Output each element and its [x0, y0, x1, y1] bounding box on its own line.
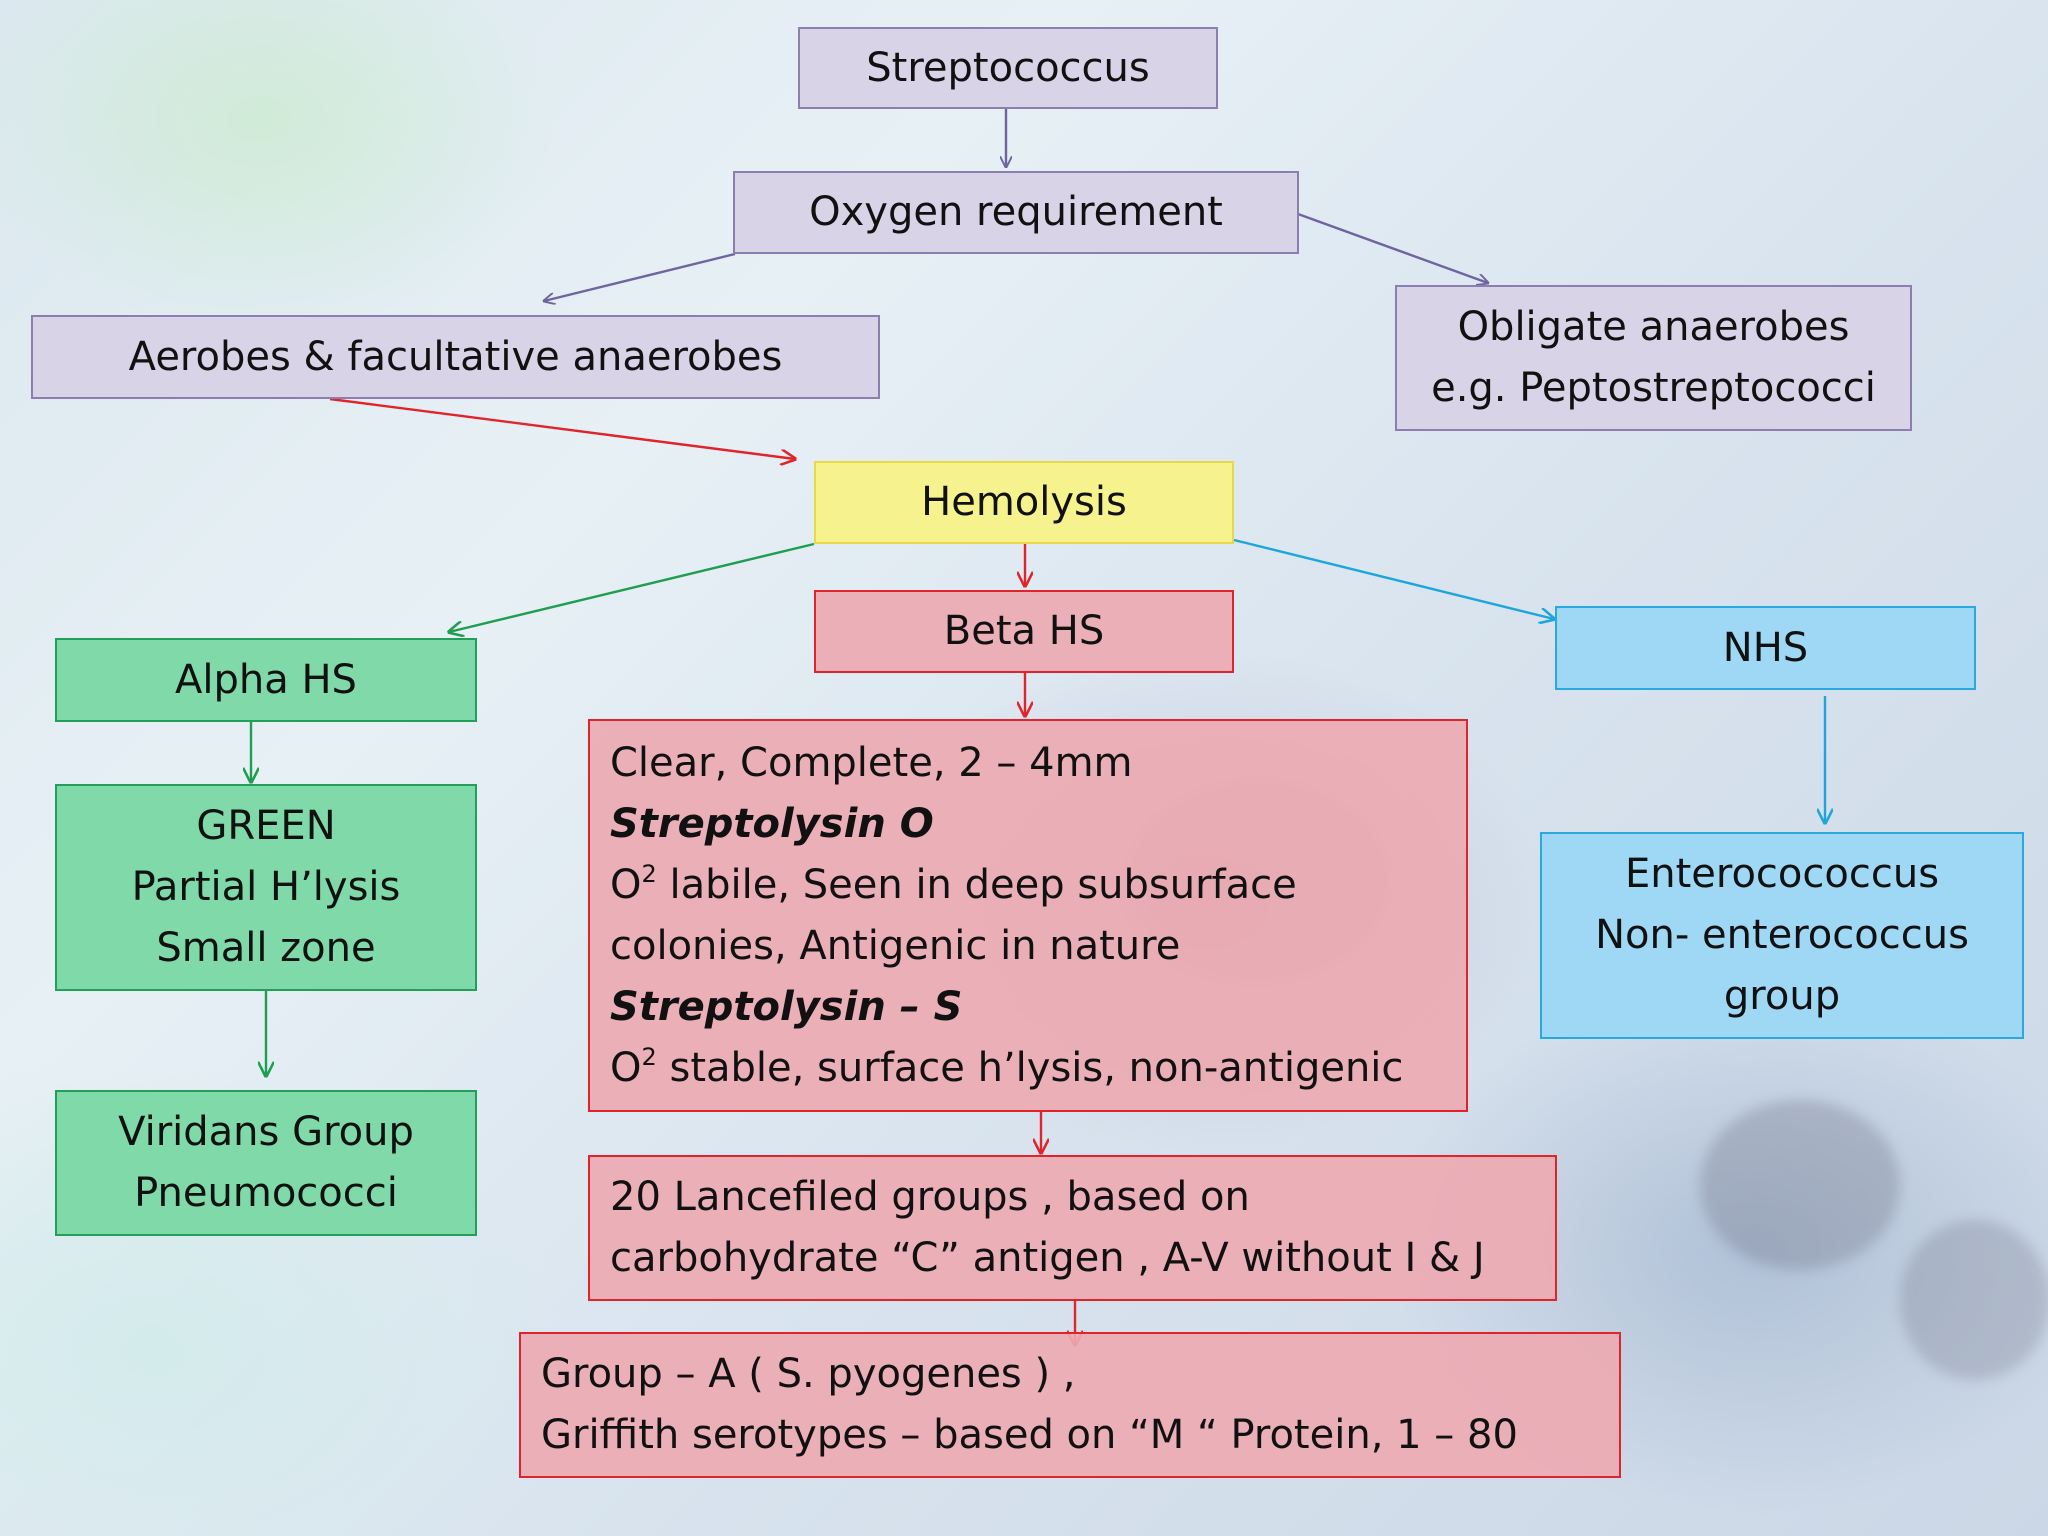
node-viridans-line1: Viridans Group [118, 1109, 414, 1155]
group-a-line1: Group – A ( S. pyogenes ) , [541, 1351, 1076, 1397]
node-oxygen-requirement: Oxygen requirement [733, 171, 1299, 254]
node-viridans: Viridans Group Pneumococci [55, 1090, 477, 1236]
node-nhs-label: NHS [1722, 624, 1809, 671]
node-green-partial-lysis: GREEN Partial H’lysis Small zone [55, 784, 477, 991]
node-alpha-label: Alpha HS [175, 656, 357, 703]
node-entero-line3: group [1723, 973, 1841, 1019]
node-obligate-line1: Obligate anaerobes [1457, 304, 1850, 350]
arrow-oxygen-to-obligate [1297, 212, 1488, 283]
beta-details-line6: O2 stable, surface h’lysis, non-antigeni… [610, 1042, 1404, 1091]
node-beta-hs: Beta HS [814, 590, 1234, 673]
group-a-line2: Griffith serotypes – based on “M “ Prote… [541, 1412, 1518, 1458]
node-entero-line2: Non- enterococcus [1595, 912, 1969, 958]
node-green-line3: Small zone [156, 925, 376, 971]
node-aerobes: Aerobes & facultative anaerobes [31, 315, 880, 399]
node-viridans-line2: Pneumococci [134, 1170, 398, 1216]
arrow-hemolysis-to-alpha [449, 542, 815, 632]
node-streptococcus: Streptococcus [798, 27, 1218, 109]
node-enterococcus: Enterocococcus Non- enterococcus group [1540, 832, 2024, 1039]
node-green-line2: Partial H’lysis [131, 864, 401, 910]
lancefield-line1: 20 Lancefiled groups , based on [610, 1174, 1250, 1220]
beta-details-streptolysin-s: Streptolysin – S [610, 983, 963, 1030]
flower-silhouette-3 [1900, 1220, 2048, 1380]
node-lancefield-groups: 20 Lancefiled groups , based on carbohyd… [588, 1155, 1557, 1301]
arrow-oxygen-to-aerobes [544, 252, 736, 301]
node-alpha-hs: Alpha HS [55, 638, 477, 722]
node-hemolysis-label: Hemolysis [921, 479, 1127, 525]
node-aerobes-label: Aerobes & facultative anaerobes [128, 333, 783, 380]
beta-details-line3: O2 labile, Seen in deep subsurface [610, 859, 1297, 908]
flower-silhouette-2 [1700, 1100, 1900, 1270]
node-hemolysis: Hemolysis [814, 461, 1234, 544]
beta-details-line4: colonies, Antigenic in nature [610, 922, 1181, 969]
node-green-line1: GREEN [196, 803, 336, 849]
node-nhs: NHS [1555, 606, 1976, 690]
beta-details-line1: Clear, Complete, 2 – 4mm [610, 739, 1133, 786]
node-obligate-line2: e.g. Peptostreptococci [1431, 365, 1876, 411]
node-obligate-anaerobes: Obligate anaerobes e.g. Peptostreptococc… [1395, 285, 1912, 431]
node-group-a: Group – A ( S. pyogenes ) , Griffith ser… [519, 1332, 1621, 1478]
node-beta-label: Beta HS [943, 608, 1105, 654]
arrow-hemolysis-to-nhs [1233, 538, 1554, 619]
node-entero-line1: Enterocococcus [1624, 851, 1940, 897]
node-streptococcus-label: Streptococcus [866, 44, 1150, 91]
node-oxygen-label: Oxygen requirement [809, 189, 1223, 235]
arrow-aerobes-to-hemolysis [329, 397, 795, 459]
lancefield-line2: carbohydrate “C” antigen , A-V without I… [610, 1235, 1485, 1281]
beta-details-streptolysin-o: Streptolysin O [610, 800, 934, 847]
node-beta-details: Clear, Complete, 2 – 4mm Streptolysin O … [588, 719, 1468, 1112]
